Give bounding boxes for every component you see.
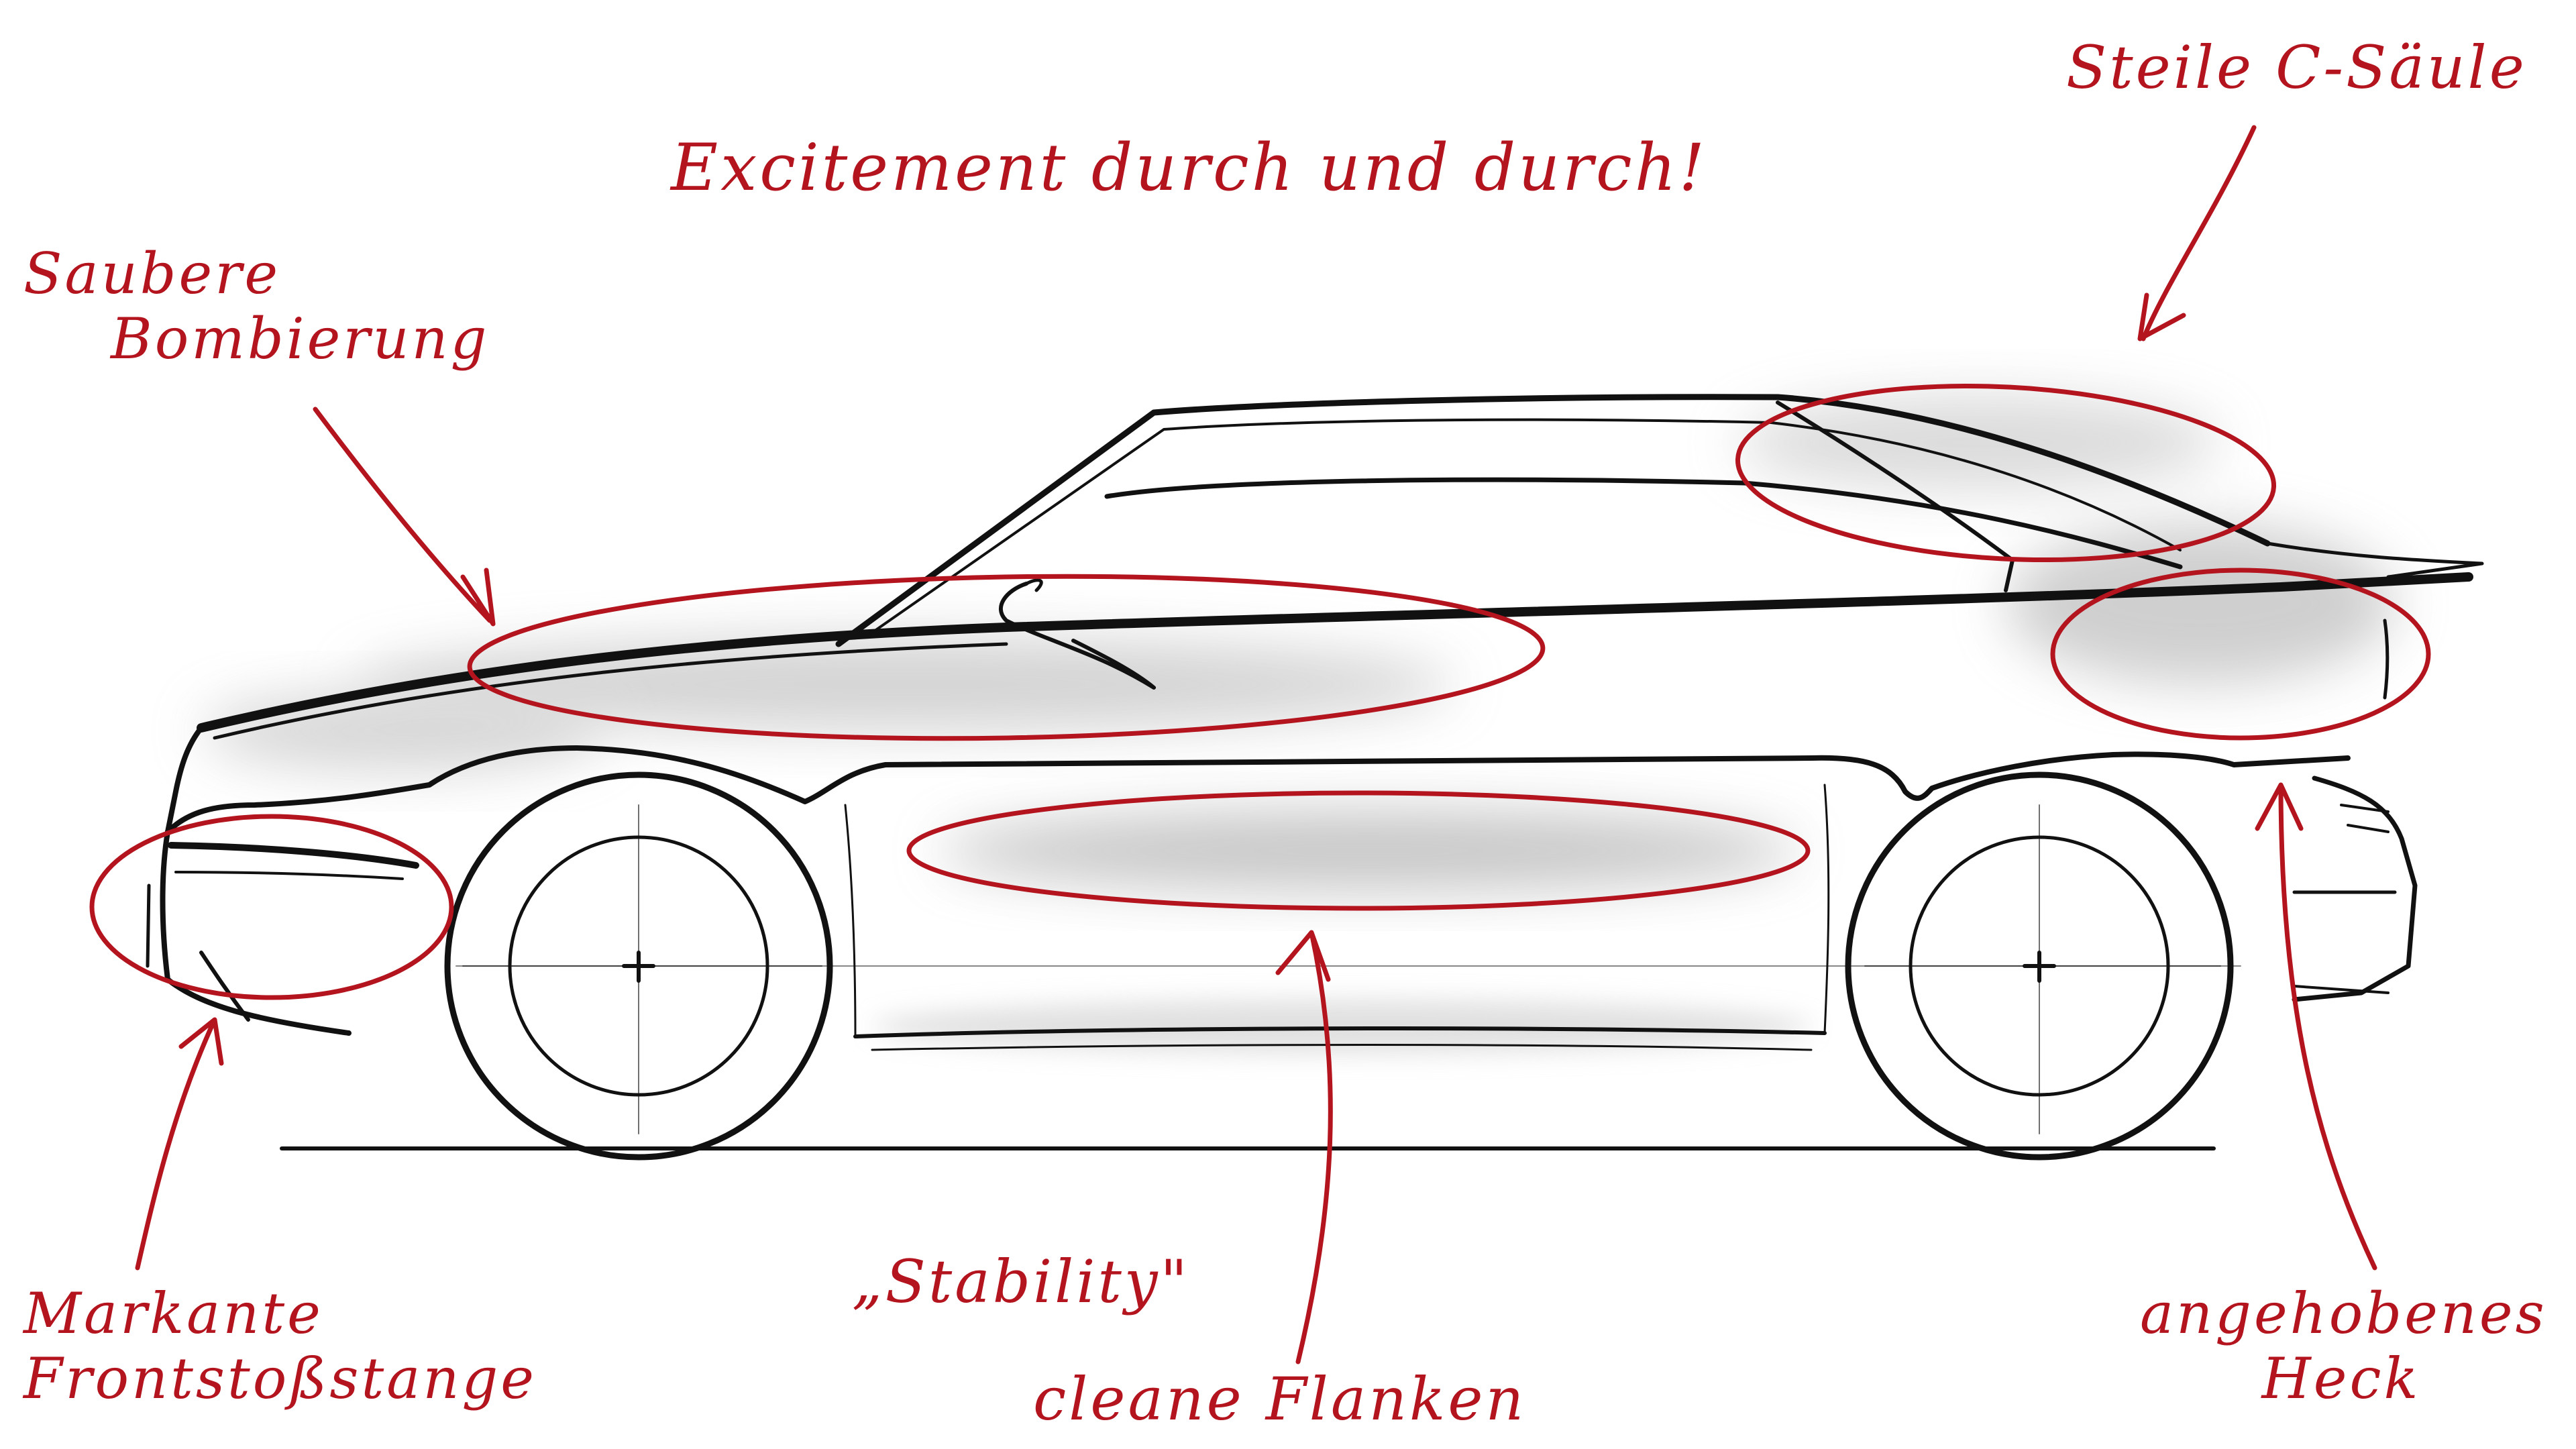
raised-rear-note: angehobenes Heck (2140, 1281, 2547, 1411)
front-bumper-ellipse (89, 814, 454, 1000)
clean-flanks-note: cleane Flanken (1033, 1365, 1526, 1433)
raised-rear-line-2: Heck (2261, 1345, 2421, 1411)
bombierung-ellipse (467, 574, 1546, 741)
flank-arrow (1275, 930, 1333, 1364)
clean-flanks-text: cleane Flanken (1033, 1364, 1527, 1434)
raised-rear-line-1: angehobenes (2140, 1281, 2547, 1346)
bombierung-line-1: Saubere (23, 241, 281, 307)
flank-ellipse (906, 790, 1811, 911)
c-pillar-arrow (2137, 125, 2257, 341)
front-bumper-note: Markante Frontstoßstange (23, 1281, 537, 1411)
c-pillar-text: Steile C-Säule (2066, 33, 2527, 102)
annotation-marks (89, 125, 2431, 1364)
bombierung-note: Saubere Bombierung (23, 241, 489, 371)
front-bumper-line-1: Markante (23, 1281, 323, 1346)
c-pillar-ellipse (1735, 383, 2277, 563)
headline-note: Excitement durch und durch! (671, 131, 1707, 205)
body-shading (201, 396, 2395, 1053)
headline-text: Excitement durch und durch! (671, 130, 1708, 205)
c-pillar-note: Steile C-Säule (2066, 34, 2527, 101)
bombierung-line-2: Bombierung (111, 305, 490, 372)
rear-arrow (2255, 782, 2377, 1271)
stability-text: „Stability" (852, 1247, 1191, 1316)
rear-ellipse (2050, 568, 2431, 741)
front-bumper-arrow (135, 1017, 224, 1271)
front-bumper-line-2: Frontstoßstange (23, 1345, 537, 1411)
stability-note: „Stability" (852, 1248, 1190, 1316)
bombierung-arrow (313, 407, 496, 627)
